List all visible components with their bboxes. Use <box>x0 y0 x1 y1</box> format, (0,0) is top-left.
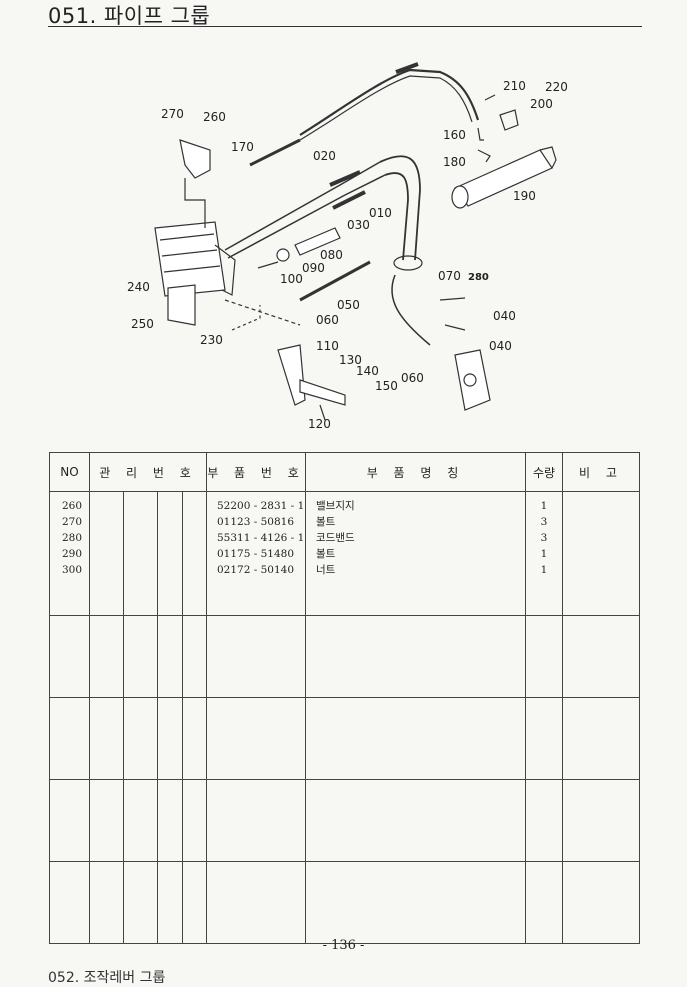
table-row <box>49 697 640 780</box>
callout-label: 040 <box>493 309 516 323</box>
page-title: 051. 파이프 그룹 <box>48 4 211 28</box>
row-part-number: 52200 - 2831 - 1 <box>217 500 305 512</box>
page-number: - 136 - <box>322 938 365 953</box>
next-section-heading: 052. 조작레버 그룹 <box>48 970 166 986</box>
pipe-group-diagram: 210 220 200 160 180 190 270 260 170 020 … <box>127 62 568 431</box>
callout-label: 130 <box>339 353 362 367</box>
row-quantity: 3 <box>540 532 548 544</box>
callout-label: 250 <box>131 317 154 331</box>
callout-label: 020 <box>313 149 336 163</box>
row-part-number: 01175 - 51480 <box>217 548 295 560</box>
callout-label: 190 <box>513 189 536 203</box>
quantity-cell: 1 3 3 1 1 <box>525 491 563 616</box>
management-number-cell <box>89 491 207 616</box>
callout-label: 050 <box>337 298 360 312</box>
header-management-number: 관 리 번 호 <box>89 452 207 492</box>
row-part-number: 02172 - 50140 <box>217 564 295 576</box>
row-quantity: 1 <box>540 548 548 560</box>
callout-label: 180 <box>443 155 466 169</box>
row-part-name: 볼트 <box>316 548 336 560</box>
table-row <box>49 779 640 862</box>
table-row: 260 270 280 290 300 52200 - 2831 - 1 011… <box>49 491 640 616</box>
row-quantity: 3 <box>540 516 548 528</box>
row-part-name: 너트 <box>316 564 336 576</box>
row-no: 260 <box>62 500 83 512</box>
callout-label: 260 <box>203 110 226 124</box>
callout-label: 040 <box>489 339 512 353</box>
header-part-name: 부 품 명 칭 <box>305 452 526 492</box>
callout-label: 170 <box>231 140 254 154</box>
row-quantity: 1 <box>540 500 548 512</box>
row-part-number: 55311 - 4126 - 1 <box>217 532 305 544</box>
table-row <box>49 615 640 698</box>
callout-label: 230 <box>200 333 223 347</box>
row-no: 270 <box>62 516 83 528</box>
callout-label: 160 <box>443 128 466 142</box>
header-remark: 비 고 <box>562 452 640 492</box>
row-no: 300 <box>62 564 83 576</box>
parts-table: NO 관 리 번 호 부 품 번 호 부 품 명 칭 수량 비 고 260 27… <box>49 452 640 944</box>
callout-label: 080 <box>320 248 343 262</box>
row-no: 280 <box>62 532 83 544</box>
header-no: NO <box>49 452 90 492</box>
table-header-row: NO 관 리 번 호 부 품 번 호 부 품 명 칭 수량 비 고 <box>49 452 640 492</box>
table-row <box>49 861 640 944</box>
header-part-number: 부 품 번 호 <box>206 452 306 492</box>
callout-label: 060 <box>401 371 424 385</box>
callout-label: 210 <box>503 79 526 93</box>
title-rule <box>48 26 642 27</box>
callout-label: 140 <box>356 364 379 378</box>
callout-label: 200 <box>530 97 553 111</box>
remark-cell <box>562 491 640 616</box>
callout-label: 110 <box>316 339 339 353</box>
row-no: 290 <box>62 548 83 560</box>
row-part-name: 밸브지지 <box>316 500 355 512</box>
callout-label: 280 <box>468 272 489 283</box>
callout-label: 150 <box>375 379 398 393</box>
callout-label: 220 <box>545 80 568 94</box>
callout-label: 070 <box>438 269 461 283</box>
callout-label: 240 <box>127 280 150 294</box>
row-quantity: 1 <box>540 564 548 576</box>
callout-label: 010 <box>369 206 392 220</box>
callout-label: 120 <box>308 417 331 431</box>
callout-label: 060 <box>316 313 339 327</box>
row-part-name: 코드밴드 <box>316 532 355 544</box>
callout-label: 270 <box>161 107 184 121</box>
row-part-number: 01123 - 50816 <box>217 516 295 528</box>
callout-label: 030 <box>347 218 370 232</box>
no-cell: 260 270 280 290 300 <box>49 491 90 616</box>
part-number-cell: 52200 - 2831 - 1 01123 - 50816 55311 - 4… <box>206 491 306 616</box>
callout-label: 100 <box>280 272 303 286</box>
row-part-name: 볼트 <box>316 516 336 528</box>
header-quantity: 수량 <box>525 452 563 492</box>
part-name-cell: 밸브지지 볼트 코드밴드 볼트 너트 <box>305 491 526 616</box>
callout-label: 090 <box>302 261 325 275</box>
